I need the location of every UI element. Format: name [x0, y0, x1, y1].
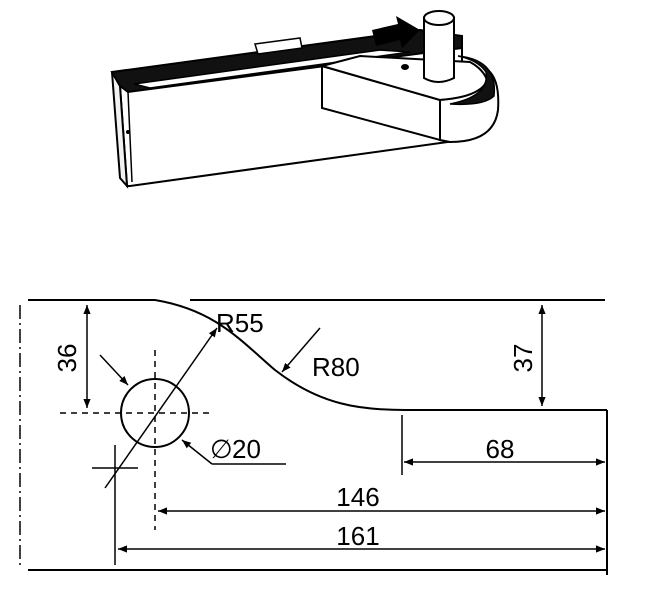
body-edge-line [127, 91, 133, 183]
r55-label: R55 [216, 308, 264, 338]
body-top-plate [133, 49, 411, 89]
profile-curve [154, 299, 406, 411]
dia20-symbol: ∅ [210, 434, 233, 464]
pivot-pin [423, 17, 455, 83]
technical-profile: 36 R55 R80 ∅ 20 37 68 146 161 [19, 299, 608, 575]
arm-nose-dark-rim [449, 55, 496, 106]
dia20-label: 20 [232, 434, 261, 464]
pivot-pin-top [423, 10, 455, 26]
hole-leader-arrow [99, 354, 129, 386]
dim-68-label: 68 [486, 434, 515, 464]
dim-36-label: 36 [52, 344, 82, 373]
dim-37-label: 37 [508, 344, 538, 373]
r80-label: R80 [312, 352, 360, 382]
body-screw-dot [126, 130, 130, 134]
hinge-3d-illustration [110, 10, 500, 189]
body-top-rail [254, 37, 303, 55]
dim-161-label: 161 [336, 521, 379, 551]
direction-arrow-icon [372, 16, 420, 48]
dim-146-label: 146 [336, 482, 379, 512]
dia20-leader [181, 439, 213, 465]
arm-hole [401, 64, 409, 70]
r55-leader [104, 327, 218, 489]
r80-leader [281, 327, 321, 373]
